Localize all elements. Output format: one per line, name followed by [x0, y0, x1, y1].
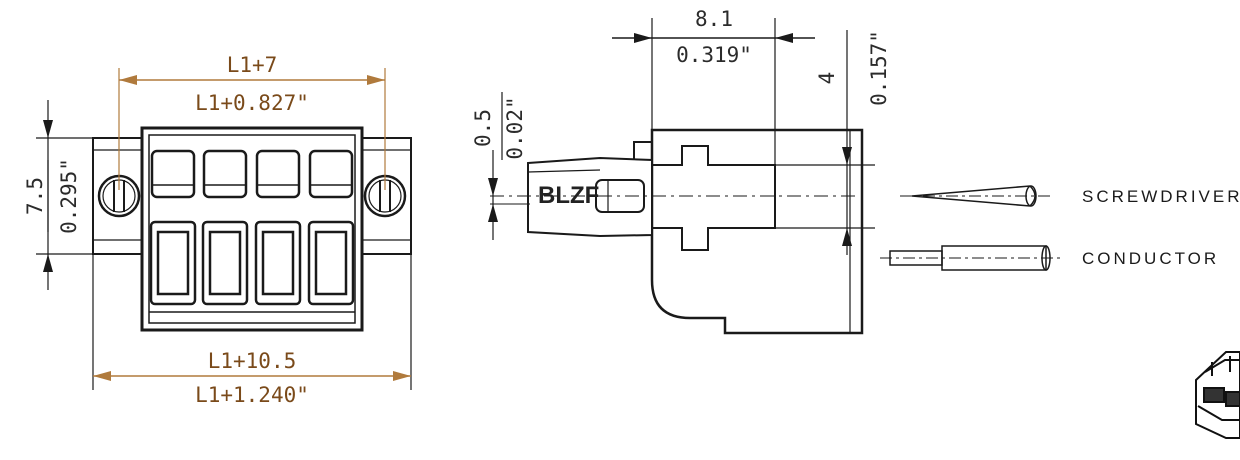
dim-height-inch: 0.295": [57, 158, 81, 234]
side-body: [650, 128, 864, 335]
conductor-icon: [880, 245, 1062, 271]
dim-pin-height-inch: 0.157": [867, 30, 891, 106]
dim-pin-offset-inch: 0.02": [503, 96, 527, 159]
dim-bottom-width-inch: L1+1.240": [195, 383, 309, 407]
side-dimensions: [488, 18, 875, 255]
front-dimensions: [36, 68, 412, 390]
dim-top-width: L1+7: [227, 53, 278, 77]
dim-depth-inch: 0.319": [676, 43, 752, 67]
brand-label: BLZF: [538, 182, 599, 209]
connector-body: [140, 126, 364, 332]
wire-entries: [149, 220, 355, 306]
pin-plug: [527, 156, 653, 238]
dim-depth: 8.1: [695, 7, 733, 31]
dim-bottom-width: L1+10.5: [208, 349, 297, 373]
legend-screwdriver: SCREWDRIVER: [1082, 187, 1240, 206]
dim-pin-height: 4: [815, 72, 839, 85]
isometric-preview-icon: [1195, 351, 1240, 439]
screwdriver-icon: [900, 185, 1050, 207]
screw-openings: [150, 149, 354, 199]
dim-pin-offset: 0.5: [471, 109, 495, 147]
side-view: [490, 128, 864, 335]
dim-height: 7.5: [23, 177, 47, 215]
dim-top-width-inch: L1+0.827": [195, 91, 309, 115]
front-view: [92, 126, 412, 332]
legend-conductor: CONDUCTOR: [1082, 249, 1219, 268]
